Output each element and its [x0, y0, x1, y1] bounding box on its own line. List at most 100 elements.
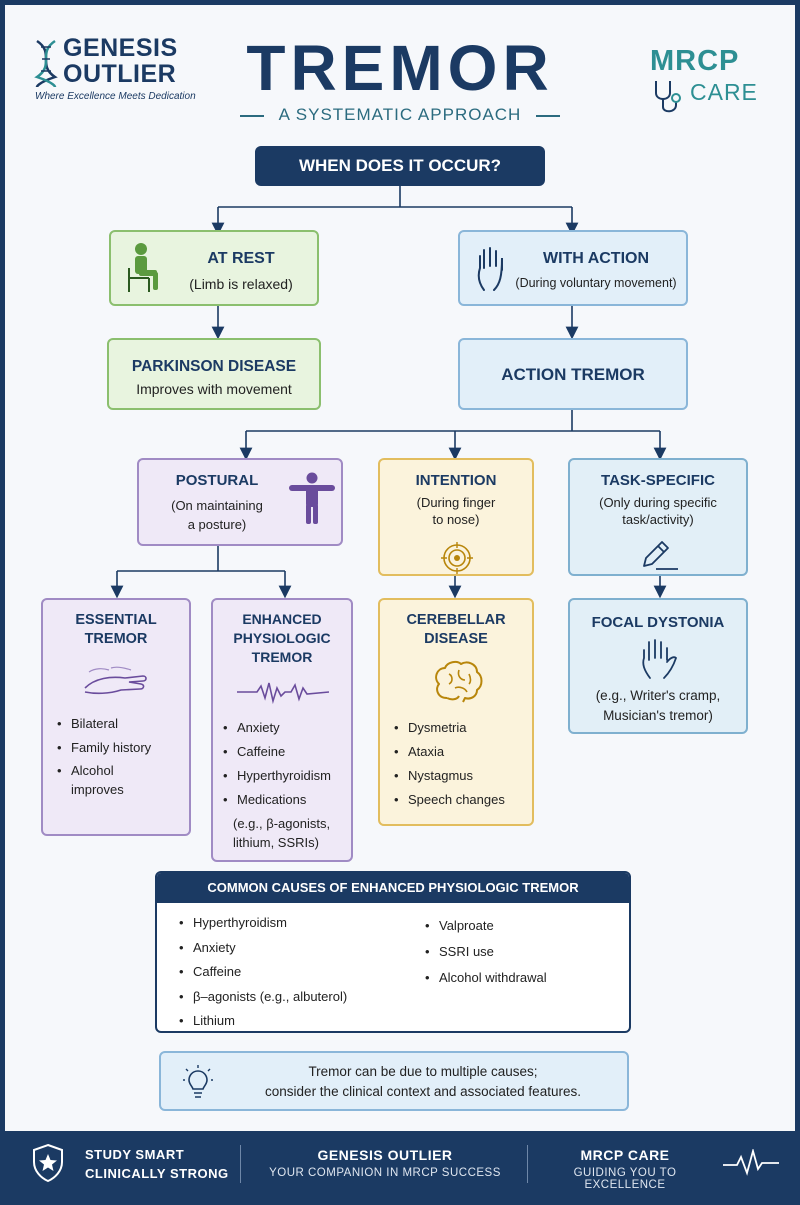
genesis-outlier-logo: GENESIS OUTLIER Where Excellence Meets D…	[33, 35, 208, 105]
flow-connectors	[110, 186, 667, 599]
note-line-2: consider the clinical context and associ…	[265, 1084, 581, 1099]
common-causes-list-left: Hyperthyroidism Anxiety Caffeine β–agoni…	[179, 911, 409, 1031]
task-specific-box: TASK-SPECIFIC (Only during specific task…	[568, 458, 748, 576]
task-specific-subtitle-line-1: (Only during specific	[599, 495, 717, 510]
medication-examples: (e.g., β-agonists, lithium, SSRIs)	[233, 814, 351, 852]
essential-tremor-list: Bilateral Family history Alcohol improve…	[57, 712, 185, 799]
dna-icon	[34, 39, 58, 88]
list-item: Valproate	[425, 913, 615, 939]
footer-left-line-2: CLINICALLY STRONG	[85, 1166, 229, 1181]
brand-line-2: OUTLIER	[63, 60, 177, 88]
postural-subtitle-line-2: a posture)	[187, 517, 247, 532]
list-item: Lithium	[179, 1009, 409, 1031]
question-box: WHEN DOES IT OCCUR?	[255, 146, 545, 186]
footer-left-line-1: STUDY SMART	[85, 1147, 185, 1162]
cerebellar-disease-box: CEREBELLAR DISEASE Dysmetria Ataxia Nyst…	[378, 598, 534, 826]
medication-detail-line-2: lithium, SSRIs)	[233, 835, 319, 850]
focal-dystonia-title: FOCAL DYSTONIA	[591, 614, 725, 631]
footer-middle-title: GENESIS OUTLIER	[317, 1147, 453, 1163]
standing-person-icon	[289, 472, 335, 524]
open-hand-icon	[642, 639, 678, 679]
at-rest-title: AT REST	[207, 250, 275, 267]
common-causes-heading: COMMON CAUSES OF ENHANCED PHYSIOLOGIC TR…	[157, 873, 629, 903]
page-title: TREMOR	[246, 32, 554, 104]
list-item: Ataxia	[394, 740, 530, 764]
footer-right-title: MRCP CARE	[580, 1147, 670, 1163]
at-rest-subtitle: (Limb is relaxed)	[189, 276, 293, 292]
list-item: Medications	[223, 788, 349, 812]
essential-title-line-2: TREMOR	[84, 631, 148, 647]
right-brand-line-2: CARE	[690, 79, 758, 105]
question-text: WHEN DOES IT OCCUR?	[298, 156, 502, 175]
footer-bar: STUDY SMART CLINICALLY STRONG GENESIS OU…	[5, 1131, 795, 1195]
focal-dystonia-box: FOCAL DYSTONIA (e.g., Writer's cramp, Mu…	[568, 598, 748, 734]
list-item-continuation: improves	[71, 782, 124, 797]
intention-subtitle-line-1: (During finger	[416, 495, 496, 510]
list-item: Hyperthyroidism	[223, 764, 349, 788]
parkinson-disease-box: PARKINSON DISEASE Improves with movement	[107, 338, 321, 410]
postural-box: POSTURAL (On maintaining a posture)	[137, 458, 343, 546]
parkinson-title: PARKINSON DISEASE	[131, 358, 297, 375]
list-item: Family history	[57, 736, 185, 760]
intention-subtitle-line-2: to nose)	[432, 512, 480, 527]
pen-icon	[643, 541, 678, 570]
focal-dystonia-example-line-1: (e.g., Writer's cramp,	[595, 688, 721, 703]
at-rest-box: AT REST (Limb is relaxed)	[109, 230, 319, 306]
right-brand-line-1: MRCP	[650, 45, 740, 77]
page-subtitle: A SYSTEMATIC APPROACH	[240, 105, 560, 125]
with-action-subtitle: (During voluntary movement)	[515, 276, 677, 290]
list-item: Hyperthyroidism	[179, 911, 409, 936]
list-item: Dysmetria	[394, 716, 530, 740]
subtitle-text: A SYSTEMATIC APPROACH	[278, 105, 522, 124]
enhanced-physiologic-box: ENHANCED PHYSIOLOGIC TREMOR Anxiety Caff…	[211, 598, 353, 862]
task-specific-subtitle-line-2: task/activity)	[622, 512, 694, 527]
shaking-hand-icon	[84, 666, 147, 695]
postural-subtitle-line-1: (On maintaining	[171, 498, 263, 513]
with-action-title: WITH ACTION	[542, 250, 650, 267]
cerebellar-title-line-1: CEREBELLAR	[406, 612, 506, 628]
infographic-page: GENESIS OUTLIER Where Excellence Meets D…	[5, 5, 795, 1195]
stethoscope-icon	[655, 81, 681, 113]
action-tremor-title: ACTION TREMOR	[501, 365, 645, 384]
list-item: β–agonists (e.g., albuterol)	[179, 985, 409, 1010]
common-causes-panel: COMMON CAUSES OF ENHANCED PHYSIOLOGIC TR…	[155, 871, 631, 1033]
list-item: Caffeine	[223, 740, 349, 764]
list-item: SSRI use	[425, 939, 615, 965]
enhanced-physiologic-list: Anxiety Caffeine Hyperthyroidism Medicat…	[223, 716, 349, 812]
clinical-note: Tremor can be due to multiple causes; co…	[159, 1051, 629, 1111]
list-item: Nystagmus	[394, 764, 530, 788]
tremor-wave-icon	[237, 682, 329, 704]
enhanced-title-line-3: TREMOR	[251, 649, 313, 665]
brand-line-1: GENESIS	[63, 34, 178, 62]
footer-right-subtitle: GUIDING YOU TO EXCELLENCE	[573, 1167, 677, 1191]
raised-hand-icon	[477, 247, 503, 291]
list-item: Speech changes	[394, 788, 530, 812]
brain-icon	[435, 660, 483, 703]
list-item: Anxiety	[179, 936, 409, 961]
cerebellar-disease-list: Dysmetria Ataxia Nystagmus Speech change…	[394, 716, 530, 812]
list-item: Bilateral	[57, 712, 185, 736]
postural-title: POSTURAL	[175, 472, 259, 489]
list-item: Alcohol	[57, 760, 185, 781]
intention-box: INTENTION (During finger to nose)	[378, 458, 534, 576]
medication-detail-line-1: (e.g., β-agonists,	[233, 816, 331, 831]
list-item: Alcohol withdrawal	[425, 965, 615, 991]
subtitle-rule-right	[536, 115, 560, 117]
common-causes-list-right: Valproate SSRI use Alcohol withdrawal	[425, 913, 615, 991]
list-item: Anxiety	[223, 716, 349, 740]
intention-title: INTENTION	[415, 472, 497, 489]
heartbeat-icon	[723, 1149, 779, 1176]
footer-divider	[527, 1145, 528, 1183]
parkinson-subtitle: Improves with movement	[136, 381, 292, 397]
list-item: Caffeine	[179, 960, 409, 985]
task-specific-title: TASK-SPECIFIC	[601, 472, 715, 489]
footer-divider	[240, 1145, 241, 1183]
footer-middle-subtitle: YOUR COMPANION IN MRCP SUCCESS	[269, 1167, 501, 1179]
action-tremor-box: ACTION TREMOR	[458, 338, 688, 410]
focal-dystonia-example-line-2: Musician's tremor)	[603, 708, 713, 723]
with-action-box: WITH ACTION (During voluntary movement)	[458, 230, 688, 306]
mrcp-care-logo: MRCP CARE	[650, 45, 775, 115]
target-icon	[441, 542, 473, 574]
cerebellar-title-line-2: DISEASE	[424, 631, 488, 647]
enhanced-title-line-2: PHYSIOLOGIC	[233, 630, 331, 646]
